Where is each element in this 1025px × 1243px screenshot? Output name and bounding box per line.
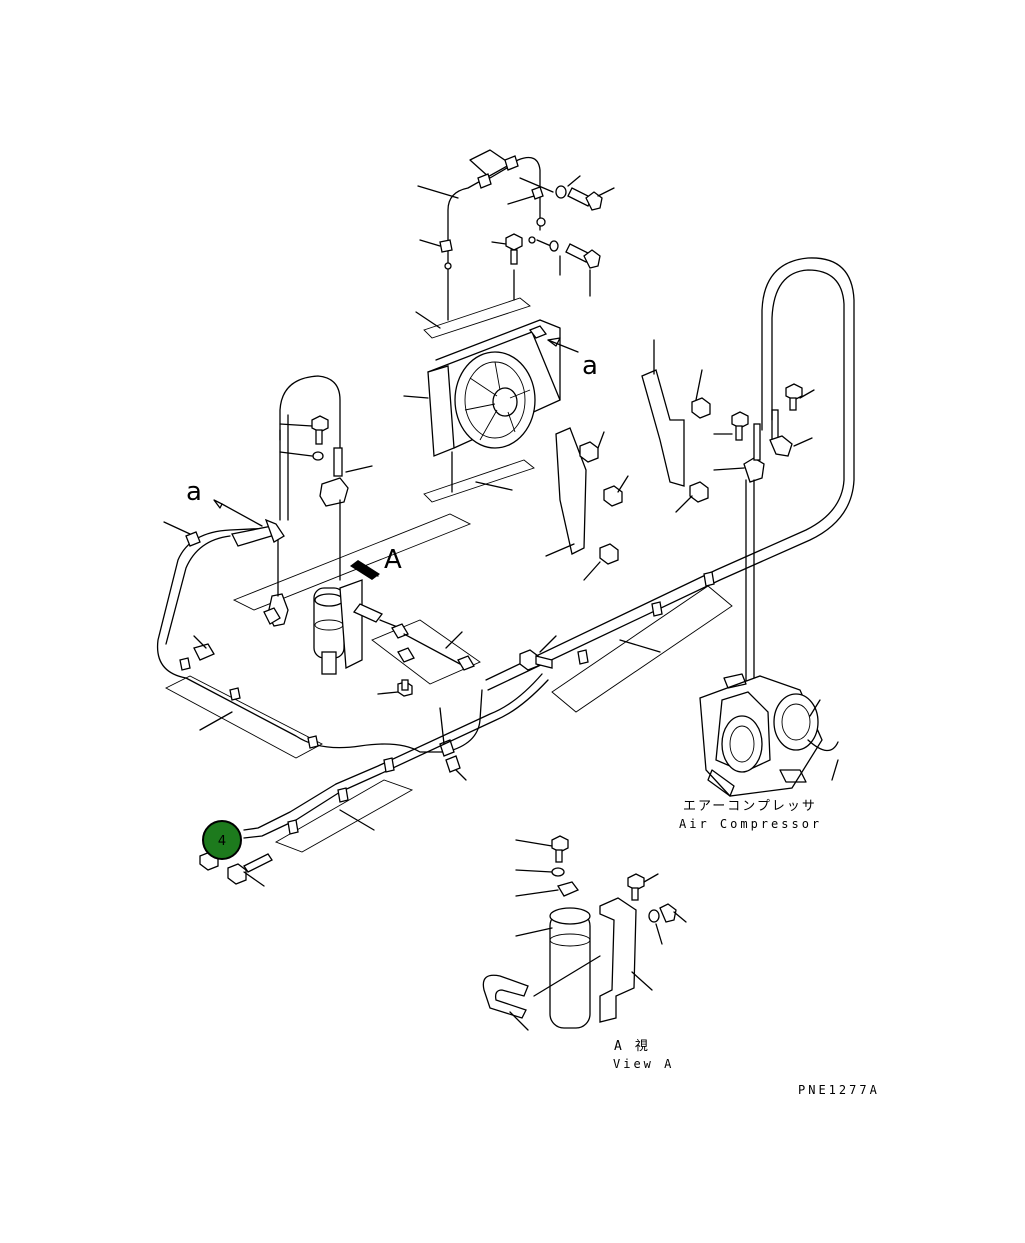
callout-circle-icon[interactable]: [202, 820, 242, 860]
bracket-set-right: [545, 339, 815, 581]
compressor-hose-loop: [335, 257, 855, 793]
lower-pipe-run: [199, 757, 414, 887]
main-pipe-run: [156, 499, 483, 759]
compressor-label-en: Air Compressor: [679, 817, 822, 831]
reference-a-left: a: [186, 477, 202, 507]
reference-a-top: a: [582, 351, 598, 381]
callout-4[interactable]: 4: [202, 820, 242, 860]
drawing-code: PNE1277A: [798, 1083, 880, 1097]
left-pipe-loop: [279, 375, 373, 581]
view-a-label-en: View A: [613, 1057, 674, 1071]
callout-number: 4: [218, 834, 226, 849]
view-a-marker: A: [384, 545, 402, 575]
receiver-drier-assembly: [313, 560, 481, 781]
condenser-fan-unit: [403, 297, 579, 503]
air-compressor: エアーコンプレッサ Air Compressor: [679, 673, 839, 831]
top-pipe-assembly: [417, 149, 615, 321]
view-a-assembly: A 視 View A: [482, 835, 687, 1071]
compressor-label-jp: エアーコンプレッサ: [683, 799, 817, 814]
view-a-label-jp: A 視: [614, 1039, 648, 1054]
